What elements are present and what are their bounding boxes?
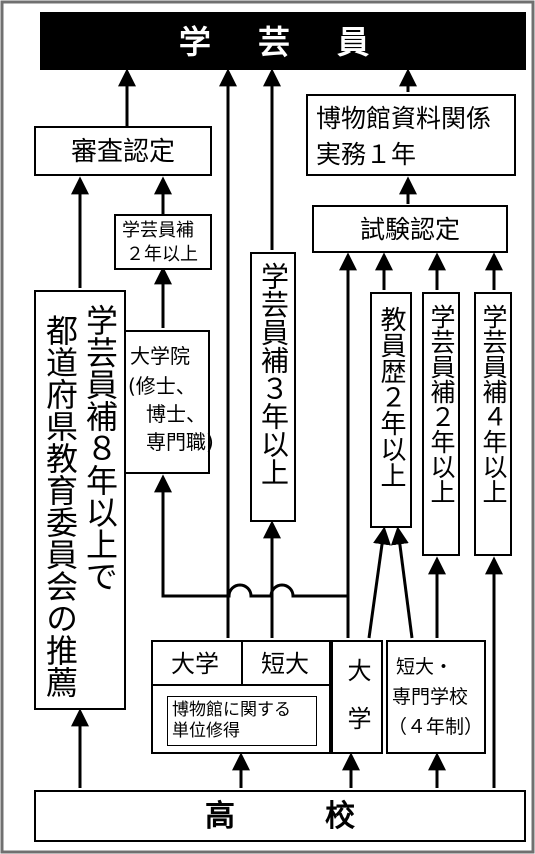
tandai-senmon-line3: （４年制）	[388, 716, 484, 738]
koukou-label: 高 校	[205, 799, 355, 834]
shinsa-label: 審査認定	[70, 137, 175, 167]
tani-line2: 単位修得	[172, 721, 240, 741]
daigaku-tandai-box: 大学 短大 博物館に関する 単位修得	[151, 640, 331, 754]
tandai-senmon-line1: 短大・	[396, 656, 454, 678]
daigaku-v-box: 大学	[331, 640, 383, 754]
suisen-line1: 学芸員補８年以上で	[81, 304, 119, 592]
connector-to-daigakuin	[154, 474, 350, 638]
daigaku-v-label: 大学	[343, 658, 371, 754]
koukou-box: 高 校	[34, 790, 526, 842]
hosa2-right-label: 学芸員補２年以上	[427, 304, 456, 504]
shiken-box: 試験認定	[312, 205, 508, 253]
hosa3-box: 学芸員補３年以上	[250, 252, 296, 522]
jitsumu-box: 博物館資料関係 実務１年	[306, 94, 516, 176]
gakugeiin-title: 学 芸 員	[178, 23, 388, 61]
daigakuin-line1: 大学院	[130, 344, 190, 368]
shinsa-box: 審査認定	[34, 126, 212, 176]
hosa2-top-line2: ２年以上	[126, 244, 198, 265]
gakugeiin-title-box: 学 芸 員	[40, 12, 526, 70]
tandai-senmon-line2: 専門学校	[392, 686, 469, 708]
hosa2-top-line1: 学芸員補	[122, 220, 194, 241]
kyouin-box: 教員歴２年以上	[370, 292, 412, 528]
tandai-senmon-box: 短大・ 専門学校 （４年制）	[386, 640, 486, 754]
daigakuin-line4: 専門職)	[126, 430, 214, 454]
tandai-label: 短大	[261, 650, 309, 678]
hosa4-label: 学芸員補４年以上	[479, 304, 508, 504]
daigaku-label: 大学	[171, 650, 219, 678]
suisen-line2: 都道府県教育委員会の推薦	[41, 314, 79, 698]
tani-line1: 博物館に関する	[172, 700, 291, 720]
daigaku-tandai-divider-h	[153, 684, 329, 686]
hosa2-right-box: 学芸員補２年以上	[422, 292, 460, 556]
daigakuin-box: 大学院 (修士、 博士、 専門職)	[124, 330, 214, 474]
daigakuin-line3: 博士、	[126, 402, 206, 426]
jitsumu-line1: 博物館資料関係	[316, 104, 492, 133]
shiken-label: 試験認定	[359, 215, 460, 244]
arrow-tandai-to-kyouin	[390, 526, 414, 639]
arrow-daigaku-to-kyouin	[367, 526, 391, 639]
hosa2-top-box: 学芸員補 ２年以上	[114, 214, 212, 270]
tani-box: 博物館に関する 単位修得	[167, 696, 317, 746]
kyouin-label: 教員歴２年以上	[376, 306, 406, 488]
hosa4-box: 学芸員補４年以上	[474, 292, 512, 556]
jitsumu-line2: 実務１年	[316, 140, 417, 169]
daigakuin-line2: (修士、	[128, 374, 196, 398]
hosa3-label: 学芸員補３年以上	[257, 262, 290, 486]
daigaku-tandai-divider-v	[241, 642, 243, 684]
suisen-box: 学芸員補８年以上で 都道府県教育委員会の推薦	[34, 290, 126, 710]
